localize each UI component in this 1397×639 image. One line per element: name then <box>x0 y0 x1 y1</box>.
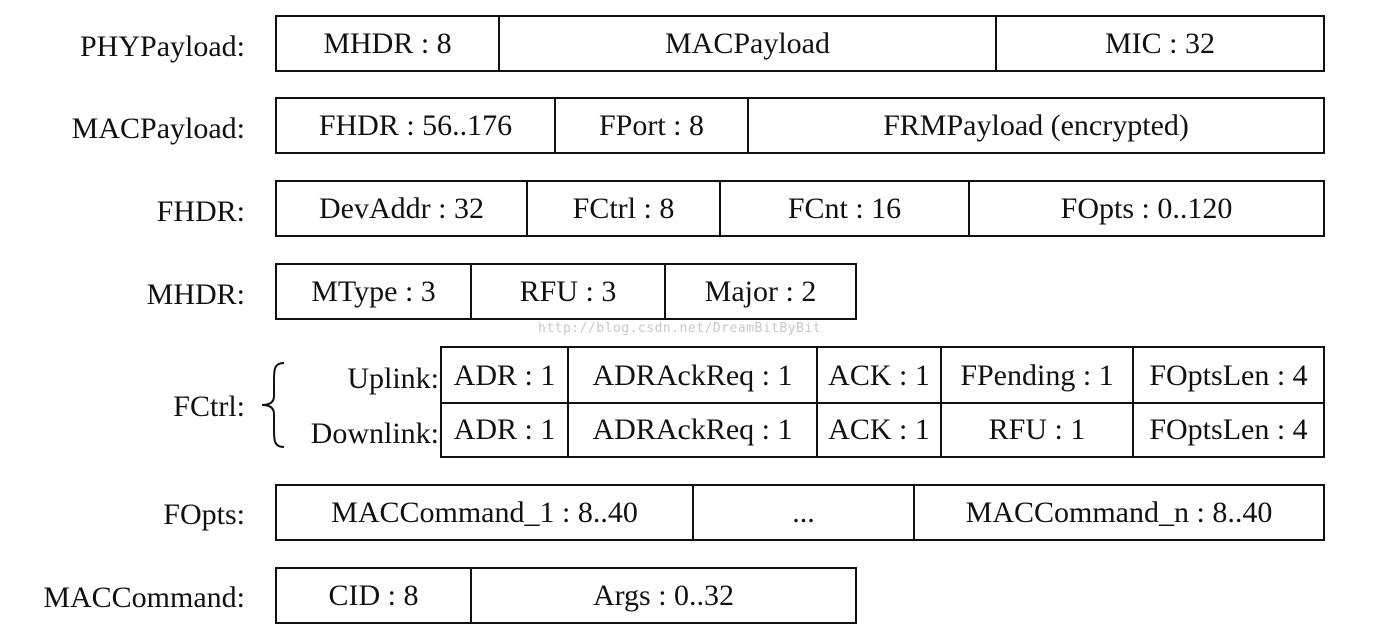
fctrl-downlink-row: ADR : 1 ADRAckReq : 1 ACK : 1 RFU : 1 FO… <box>440 402 1325 458</box>
field-mtype: MType : 3 <box>311 274 436 308</box>
field-devaddr: DevAddr : 32 <box>319 191 484 225</box>
field-fport: FPort : 8 <box>554 99 747 152</box>
macpayload-row: FHDR : 56..176 FPort : 8 FRMPayload (enc… <box>275 97 1325 154</box>
brace-icon <box>261 362 285 448</box>
mhdr-row: MType : 3 RFU : 3 Major : 2 <box>275 263 857 320</box>
row-label-fctrl: FCtrl: <box>173 390 245 423</box>
field-fhdr: FHDR : 56..176 <box>318 108 513 142</box>
maccommand-row: CID : 8 Args : 0..32 <box>275 567 857 624</box>
field-fopts: FOpts : 0..120 <box>968 182 1323 235</box>
phypayload-row: MHDR : 8 MACPayload MIC : 32 <box>275 15 1325 72</box>
uplink-adrackreq: ADRAckReq : 1 <box>567 348 816 403</box>
row-label-fopts: FOpts: <box>163 498 245 531</box>
uplink-foptslen: FOptsLen : 4 <box>1132 348 1323 403</box>
downlink-foptslen: FOptsLen : 4 <box>1132 403 1323 456</box>
field-ellipsis: ... <box>692 486 913 539</box>
row-label-mhdr: MHDR: <box>146 278 245 311</box>
uplink-ack: ACK : 1 <box>816 348 940 403</box>
field-maccommand-1: MACCommand_1 : 8..40 <box>331 495 638 529</box>
fopts-row: MACCommand_1 : 8..40 ... MACCommand_n : … <box>275 484 1325 541</box>
uplink-fpending: FPending : 1 <box>940 348 1132 403</box>
row-label-macpayload: MACPayload: <box>71 112 245 145</box>
field-frmpayload: FRMPayload (encrypted) <box>747 99 1323 152</box>
field-macpayload: MACPayload <box>498 17 995 70</box>
field-maccommand-n: MACCommand_n : 8..40 <box>913 486 1323 539</box>
downlink-label: Downlink: <box>310 417 439 450</box>
field-fctrl: FCtrl : 8 <box>526 182 719 235</box>
field-args: Args : 0..32 <box>470 569 855 622</box>
fctrl-uplink-row: ADR : 1 ADRAckReq : 1 ACK : 1 FPending :… <box>440 346 1325 404</box>
field-cid: CID : 8 <box>328 578 419 612</box>
uplink-label: Uplink: <box>347 362 439 395</box>
fhdr-row: DevAddr : 32 FCtrl : 8 FCnt : 16 FOpts :… <box>275 180 1325 237</box>
watermark: http://blog.csdn.net/DreamBitByBit <box>538 321 822 336</box>
uplink-adr: ADR : 1 <box>453 358 556 392</box>
field-major: Major : 2 <box>664 265 855 318</box>
field-mic: MIC : 32 <box>995 17 1323 70</box>
downlink-ack: ACK : 1 <box>816 403 940 456</box>
downlink-adr: ADR : 1 <box>453 412 556 446</box>
downlink-rfu: RFU : 1 <box>940 403 1132 456</box>
downlink-adrackreq: ADRAckReq : 1 <box>567 403 816 456</box>
field-mhdr: MHDR : 8 <box>323 26 452 60</box>
row-label-fhdr: FHDR: <box>156 195 245 228</box>
row-label-maccommand: MACCommand: <box>43 581 245 614</box>
field-fcnt: FCnt : 16 <box>719 182 968 235</box>
row-label-phypayload: PHYPayload: <box>80 30 245 63</box>
field-rfu: RFU : 3 <box>470 265 664 318</box>
